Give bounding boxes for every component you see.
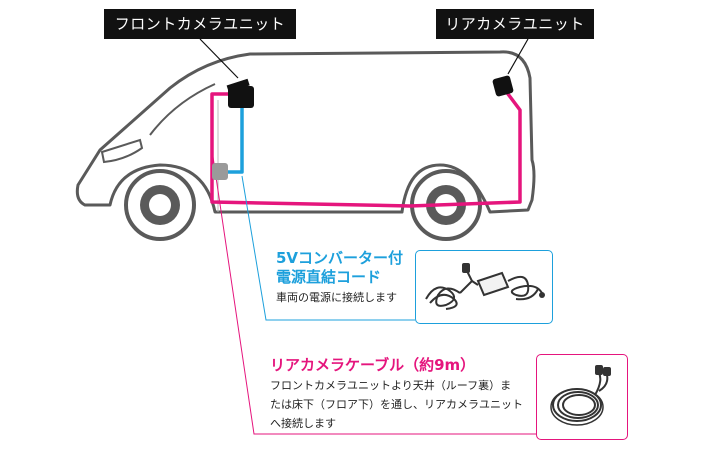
converter-cord-description: 車両の電源に接続します <box>276 291 397 304</box>
rear-camera-unit-label: リアカメラユニット <box>436 9 594 39</box>
converter-cord-title-line2: 電源直結コード <box>276 268 382 286</box>
power-cord-icon <box>425 263 545 310</box>
converter-cord-callout: 5Vコンバーター付 電源直結コード 車両の電源に接続します <box>276 249 403 306</box>
rear-camera-unit <box>492 75 514 97</box>
converter-cord-image <box>415 250 553 324</box>
power-socket <box>212 163 228 180</box>
window-line <box>149 83 216 136</box>
front-camera-unit-label: フロントカメラユニット <box>104 9 296 39</box>
rear-cable-leader <box>211 149 536 435</box>
coiled-cable-icon <box>550 365 611 426</box>
rear-cable-image <box>536 354 628 440</box>
rear-cable-callout: リアカメラケーブル（約9m） フロントカメラユニットより天井（ルーフ裏）ま たは… <box>270 356 523 432</box>
power-cord-leader <box>241 175 415 321</box>
rear-cable-description-line3: へ接続します <box>270 417 336 430</box>
front-label-pointer <box>199 38 239 79</box>
headlight <box>100 138 144 164</box>
rear-cable-description-line2: たは床下（フロア下）を通し、リアカメラユニット <box>270 398 523 411</box>
front-camera-unit <box>226 78 254 108</box>
converter-cord-title-line1: 5Vコンバーター付 <box>276 249 404 267</box>
rear-cable-description-line1: フロントカメラユニットより天井（ルーフ裏）ま <box>270 379 512 392</box>
car-body <box>75 50 536 214</box>
rear-label-pointer <box>507 38 529 75</box>
rear-cable-route <box>210 88 522 208</box>
front-wheel-cap <box>149 194 171 216</box>
rear-cable-title: リアカメラケーブル（約9m） <box>270 356 476 374</box>
power-cord-route <box>226 104 244 174</box>
